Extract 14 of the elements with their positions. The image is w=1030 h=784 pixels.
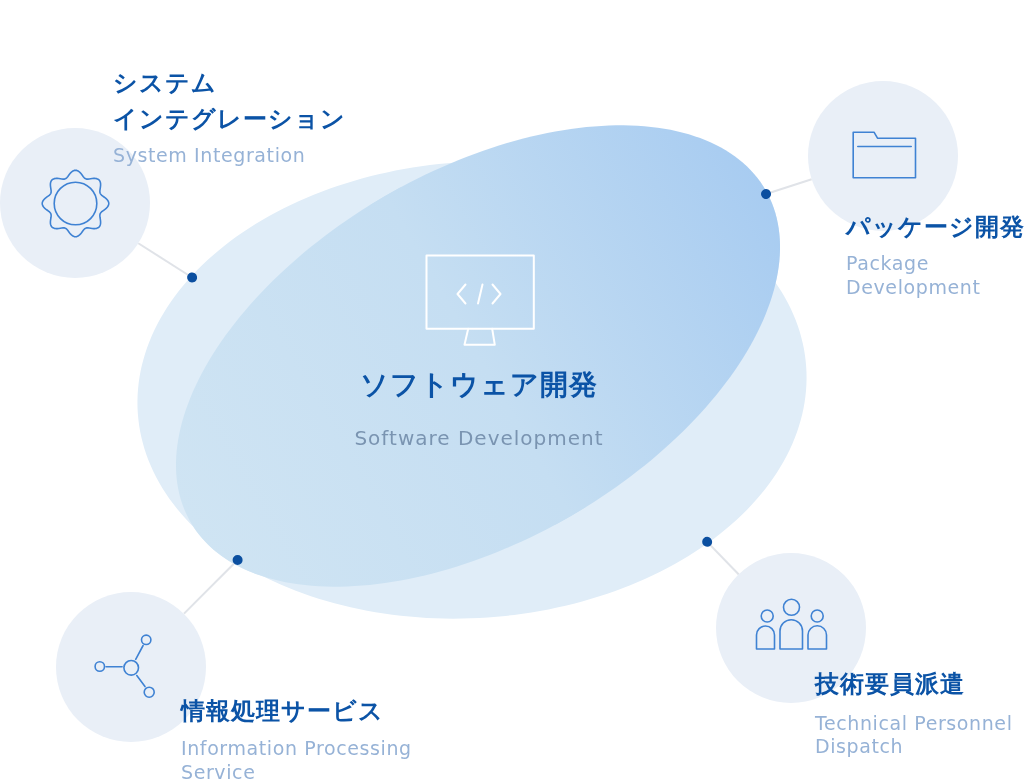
- connector-line: [761, 178, 813, 200]
- heading: パッケージ開発: [846, 212, 1025, 243]
- heading: システムインテグレーション: [113, 68, 347, 135]
- connector-line: [137, 242, 198, 283]
- connector-line: [702, 536, 740, 576]
- subtitle: Information Processing Service: [181, 737, 413, 784]
- subtitle: Package Development: [846, 252, 982, 299]
- heading: ソフトウェア開発: [360, 366, 598, 403]
- heading: 技術要員派遣: [815, 669, 965, 700]
- subtitle: Technical Personnel Dispatch: [815, 711, 1014, 759]
- subtitle: System Integration: [113, 143, 306, 167]
- subtitle: Software Development: [354, 425, 604, 450]
- heading: 情報処理サービス: [181, 695, 384, 727]
- connector-line: [183, 555, 243, 615]
